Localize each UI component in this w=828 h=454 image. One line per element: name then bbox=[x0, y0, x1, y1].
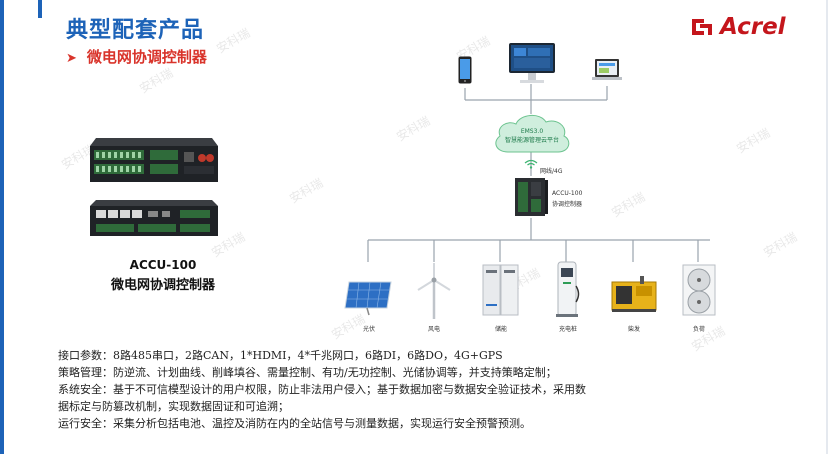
right-border-line bbox=[826, 0, 828, 454]
smartphone-icon bbox=[458, 56, 472, 88]
spec-line-strategy: 策略管理：防逆流、计划曲线、削峰填谷、需量控制、有功/无功控制、光储协调等，并支… bbox=[58, 366, 557, 379]
energy-storage-cabinet-icon bbox=[482, 264, 520, 320]
equipment-label-generator: 柴发 bbox=[627, 326, 640, 333]
left-accent-bar bbox=[0, 0, 4, 454]
brand-mark-icon bbox=[692, 19, 712, 35]
section-subtitle: ➤ 微电网协调控制器 bbox=[66, 46, 207, 67]
spec-description: 接口参数：8路485串口，2路CAN，1*HDMI，4*千兆网口，6路DI，6路… bbox=[58, 347, 798, 432]
bullet-arrow-icon: ➤ bbox=[66, 51, 77, 66]
cloud-platform-icon bbox=[490, 110, 574, 160]
page-title: 典型配套产品 bbox=[66, 18, 205, 43]
spec-line-operation-safety: 运行安全：采集分析包括电池、温控及消防在内的全站信号与测量数据，实现运行安全预警… bbox=[58, 417, 531, 430]
equipment-label-storage: 储能 bbox=[494, 326, 507, 333]
ev-charger-icon bbox=[554, 260, 582, 322]
equipment-label-charger: 充电桩 bbox=[558, 326, 577, 333]
controller-device-bottom-image bbox=[88, 198, 220, 244]
diesel-generator-icon bbox=[610, 274, 658, 318]
solar-panel-icon bbox=[343, 278, 395, 320]
equipment-label-load: 负荷 bbox=[692, 326, 705, 333]
cloud-platform-title: EMS3.0 bbox=[520, 128, 544, 135]
equipment-label-wind: 风电 bbox=[427, 326, 440, 333]
laptop-icon bbox=[592, 58, 622, 88]
load-air-conditioner-icon bbox=[682, 264, 716, 320]
controller-device-top-image bbox=[88, 134, 220, 186]
desktop-monitor-icon bbox=[508, 42, 556, 90]
subtitle-text: 微电网协调控制器 bbox=[86, 48, 207, 66]
wifi-icon bbox=[524, 154, 538, 173]
spec-line-system-security-cont: 据标定与防篡改机制，实现数据固证和可追溯； bbox=[58, 400, 289, 413]
product-caption: ACCU-100 微电网协调控制器 bbox=[68, 258, 258, 293]
equipment-label-pv: 光伏 bbox=[362, 326, 375, 333]
controller-name-label: 协调控制器 bbox=[552, 201, 583, 208]
product-name: 微电网协调控制器 bbox=[110, 278, 215, 293]
spec-line-interfaces: 接口参数：8路485串口，2路CAN，1*HDMI，4*千兆网口，6路DI，6路… bbox=[58, 349, 503, 362]
spec-line-system-security: 系统安全：基于不可信模型设计的用户权限，防止非法用户侵入；基于数据加密与数据安全… bbox=[58, 383, 586, 396]
coordinator-controller-icon bbox=[513, 176, 549, 222]
controller-model-label: ACCU-100 bbox=[552, 190, 583, 197]
wind-turbine-icon bbox=[414, 262, 454, 324]
product-model: ACCU-100 bbox=[129, 258, 197, 272]
brand-logo: Acrel bbox=[690, 14, 786, 40]
top-accent-mark bbox=[38, 0, 42, 18]
brand-logo-text: Acrel bbox=[720, 14, 786, 40]
cloud-platform-subtitle: 智慧能源管理云平台 bbox=[504, 137, 559, 144]
network-label: 网线/4G bbox=[540, 168, 563, 175]
